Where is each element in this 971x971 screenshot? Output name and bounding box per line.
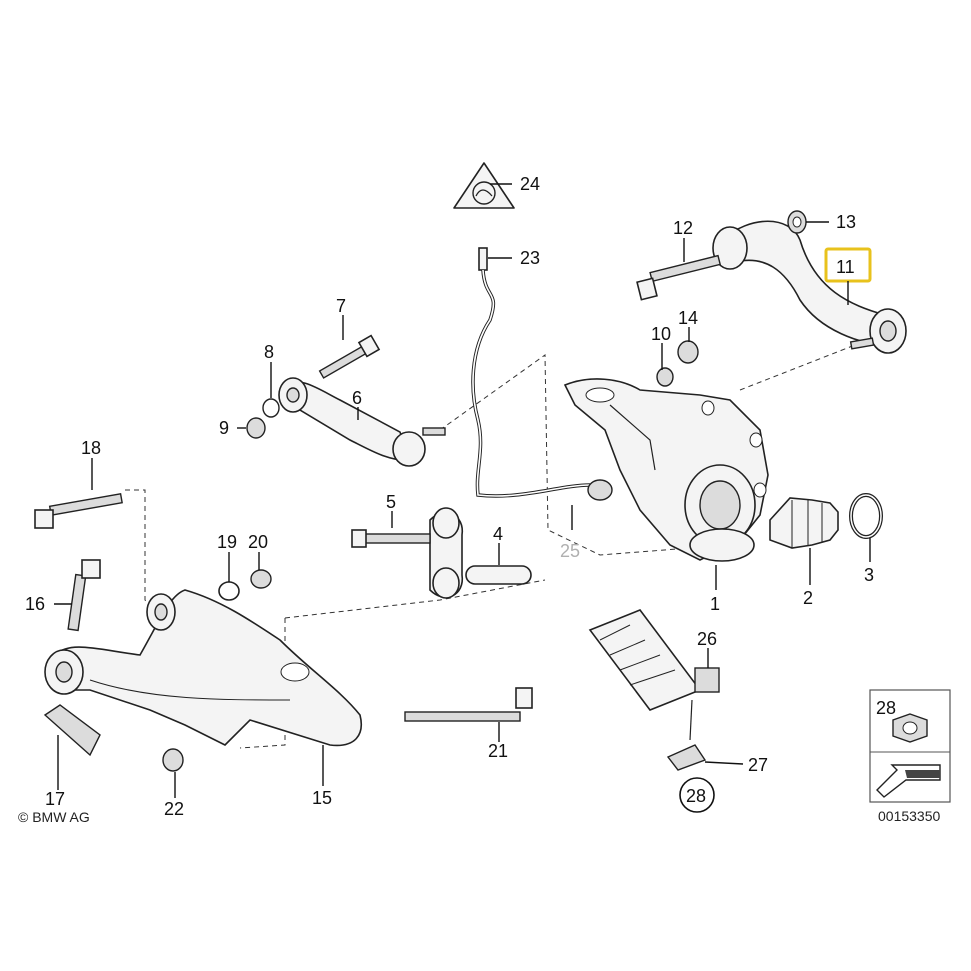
- callout-21: 21: [488, 741, 508, 761]
- callout-23: 23: [520, 248, 540, 268]
- bolt-18: [34, 493, 123, 529]
- callout-8: 8: [264, 342, 274, 362]
- leader-lines: [54, 183, 871, 798]
- lower-control-arm: [44, 589, 362, 747]
- diagram-number: 00153350: [878, 808, 941, 824]
- callout-11: 11: [836, 257, 855, 277]
- callout-1: 1: [710, 594, 720, 614]
- legend-box: [869, 689, 951, 803]
- control-arm-6: [278, 377, 446, 467]
- callout-20: 20: [248, 532, 268, 552]
- washer-19: [218, 581, 240, 601]
- copyright-text: © BMW AG: [18, 809, 90, 825]
- plate-27: [666, 699, 707, 771]
- callout-16: 16: [25, 594, 45, 614]
- callout-22: 22: [164, 799, 184, 819]
- bolt-21: [404, 687, 533, 722]
- bolt-12: [636, 254, 722, 301]
- callout-2: 2: [803, 588, 813, 608]
- bush-14: [677, 340, 699, 364]
- cv-boot: [769, 497, 839, 549]
- callout-7: 7: [336, 296, 346, 316]
- callout-24: 24: [520, 174, 540, 194]
- callout-18: 18: [81, 438, 101, 458]
- callout-5: 5: [386, 492, 396, 512]
- warning-triangle-icon: [453, 162, 515, 209]
- arrow-icon: [876, 764, 941, 798]
- callout-27: 27: [748, 755, 768, 775]
- callout-15: 15: [312, 788, 332, 808]
- bracket-17: [43, 704, 101, 757]
- washer-8: [262, 398, 280, 418]
- callout-13: 13: [836, 212, 856, 232]
- callout-28-legend: 28: [876, 698, 896, 718]
- circlip-ring: [849, 493, 883, 539]
- hex-nut-icon: [892, 713, 928, 743]
- nut-22: [162, 748, 184, 772]
- nut-10: [656, 367, 674, 387]
- circled-callout-28: [679, 777, 715, 813]
- callout-6: 6: [352, 388, 362, 408]
- nut-9: [246, 417, 266, 439]
- callout-3: 3: [864, 565, 874, 585]
- wheel-carrier: [563, 378, 769, 562]
- sleeve-4: [465, 565, 532, 585]
- callout-4: 4: [493, 524, 503, 544]
- callout-19: 19: [217, 532, 237, 552]
- bolt-16: [67, 559, 101, 632]
- callout-14: 14: [678, 308, 698, 328]
- callout-26: 26: [697, 629, 717, 649]
- callout-labels: 1 2 3 4 5 6 7 8 9 10 11 12 13 14 15 16 1…: [25, 174, 896, 819]
- link-5: [351, 507, 463, 599]
- callout-10: 10: [651, 324, 671, 344]
- callout-25: 25: [560, 541, 580, 561]
- kit-26: [588, 609, 720, 711]
- callout-12: 12: [673, 218, 693, 238]
- callout-9: 9: [219, 418, 229, 438]
- nut-20: [250, 569, 272, 589]
- callout-17: 17: [45, 789, 65, 809]
- abs-sensor-cable: [471, 247, 591, 498]
- nut-13: [787, 210, 807, 234]
- upper-control-arm: [712, 220, 907, 354]
- callout-28-circled: 28: [686, 786, 706, 806]
- bolt-7: [318, 334, 381, 379]
